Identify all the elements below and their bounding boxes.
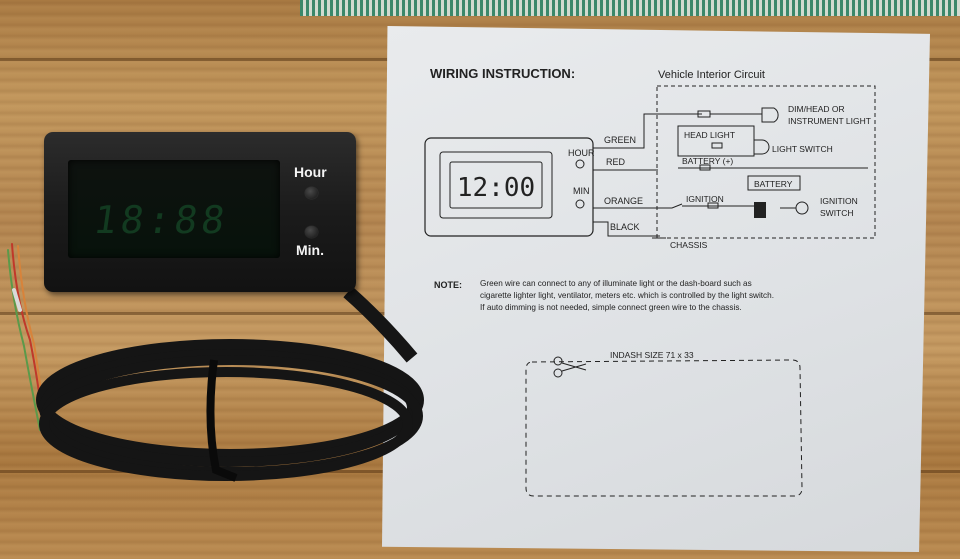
dim-label: DIM/HEAD OR (788, 104, 845, 114)
note-line: Green wire can connect to any of illumin… (480, 279, 752, 288)
clock-body: 18:88 Hour Min. (44, 132, 356, 292)
indash-label: INDASH SIZE 71 x 33 (610, 350, 694, 360)
hour-label: Hour (294, 164, 327, 180)
wire-orange-label: ORANGE (604, 196, 643, 206)
fuse-icon (699, 164, 711, 171)
green-wire (593, 113, 702, 149)
note-label: NOTE: (434, 280, 462, 290)
circuit-title: Vehicle Interior Circuit (658, 69, 765, 81)
diagram-min-button (575, 199, 585, 209)
scissors-icon (553, 356, 587, 378)
note-line: cigarette lighter light, ventilator, met… (480, 291, 774, 300)
instruction-sheet: WIRING INSTRUCTION: Vehicle Interior Cir… (382, 26, 930, 552)
clock-outline (424, 137, 594, 237)
wire-green-label: GREEN (604, 135, 636, 145)
vehicle-circuit-box (656, 85, 876, 239)
fuse-icon (711, 142, 723, 149)
wire-red-label: RED (606, 157, 626, 167)
headlight-label: HEAD LIGHT (684, 130, 735, 140)
note-line: If auto dimming is not needed, simple co… (480, 303, 742, 312)
coiled-cable (36, 286, 424, 482)
clock-display: 18:88 (90, 198, 232, 242)
clock-display-inner (449, 161, 543, 209)
hour-button[interactable] (305, 187, 318, 199)
ignition-label: IGNITION (686, 194, 724, 204)
battery-icon (747, 175, 801, 191)
diagram-hour-label: HOUR (568, 148, 595, 158)
chassis-label: CHASSIS (670, 240, 708, 250)
green-cloth (300, 0, 960, 16)
min-label: Min. (296, 242, 324, 258)
wire-black-label: BLACK (610, 222, 640, 232)
battery-plus-label: BATTERY (+) (682, 156, 733, 166)
ignition-switch-body (754, 202, 766, 218)
ignition-switch-label-1: IGNITION (820, 196, 858, 206)
sheet-title: WIRING INSTRUCTION: (430, 66, 575, 81)
diagram-hour-button (575, 159, 585, 169)
diagram-display: 12:00 (457, 173, 535, 203)
fuse-icon (707, 202, 719, 209)
wiring-diagram: WIRING INSTRUCTION: Vehicle Interior Cir… (424, 66, 876, 497)
ignition-switch-label-2: SWITCH (820, 208, 854, 218)
lamp-icon (761, 107, 779, 123)
battery-label: BATTERY (754, 179, 793, 189)
min-button[interactable] (305, 226, 318, 238)
light-switch-label: LIGHT SWITCH (772, 144, 833, 154)
light-switch-icon (753, 139, 770, 155)
black-wire (593, 221, 660, 237)
instrument-label: INSTRUMENT LIGHT (788, 116, 871, 126)
clock-screen (68, 160, 280, 258)
diagram-min-label: MIN (573, 186, 590, 196)
indash-cutout (525, 359, 803, 497)
clock-display-outline (439, 151, 553, 219)
orange-wire (593, 203, 683, 209)
